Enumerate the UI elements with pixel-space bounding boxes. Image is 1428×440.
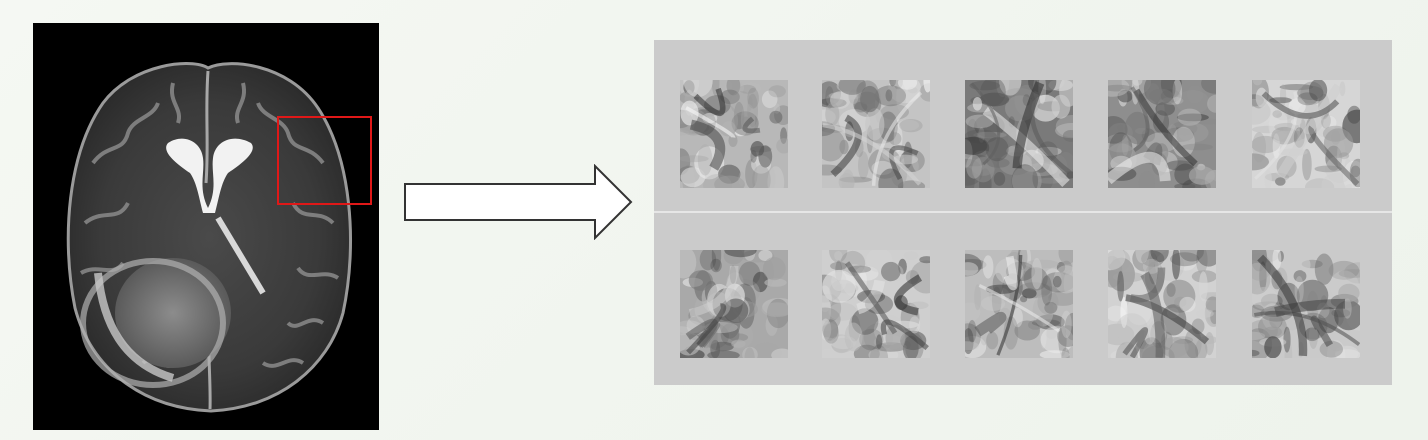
patch-2-1: [680, 250, 788, 358]
patch-grid-panel: [654, 40, 1392, 385]
right-arrow-icon: [404, 164, 633, 240]
patch-2-3-texture: [965, 250, 1073, 358]
patch-1-2-texture: [822, 80, 930, 188]
patch-2-5: [1252, 250, 1360, 358]
patch-1-4: [1108, 80, 1216, 188]
patch-2-5-texture: [1252, 250, 1360, 358]
patch-1-2: [822, 80, 930, 188]
patch-2-4-texture: [1108, 250, 1216, 358]
patch-1-5-texture: [1252, 80, 1360, 188]
patch-2-2: [822, 250, 930, 358]
patch-2-1-texture: [680, 250, 788, 358]
patch-2-2-texture: [822, 250, 930, 358]
patch-1-1: [680, 80, 788, 188]
brain-mri-image: [33, 23, 379, 430]
roi-highlight-box: [277, 116, 372, 205]
patch-2-3: [965, 250, 1073, 358]
patch-1-3: [965, 80, 1073, 188]
brain-mri-drawing: [66, 62, 353, 413]
patch-1-5: [1252, 80, 1360, 188]
patch-1-1-texture: [680, 80, 788, 188]
row-divider: [654, 211, 1392, 213]
patch-2-4: [1108, 250, 1216, 358]
patch-1-4-texture: [1108, 80, 1216, 188]
patch-1-3-texture: [965, 80, 1073, 188]
